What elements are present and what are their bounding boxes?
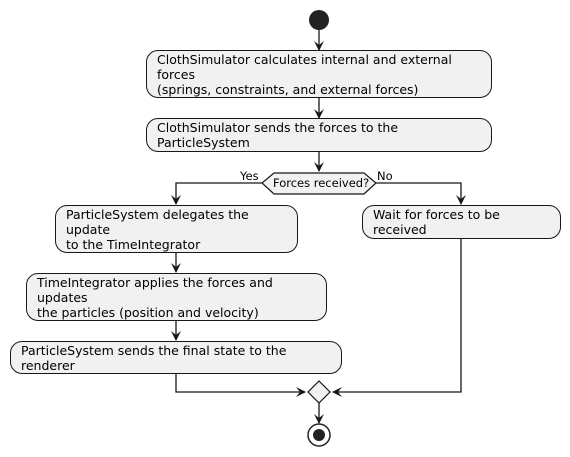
merge-diamond: [307, 380, 331, 404]
action-send-state-text: ParticleSystem sends the final state to …: [21, 342, 287, 373]
flow-send-state-to-merge: [175, 374, 306, 397]
flow-yes-branch: [171, 182, 262, 205]
flow-no-branch: [376, 182, 466, 205]
decision-condition: Forces received?: [273, 176, 370, 190]
action-send-forces-text: ClothSimulator sends the forces to the P…: [157, 120, 399, 150]
action-send-state: ParticleSystem sends the final state to …: [10, 341, 342, 374]
start-node: [309, 10, 329, 30]
action-apply-forces-text: TimeIntegrator applies the forces and up…: [37, 274, 273, 320]
no-branch-label: No: [377, 169, 393, 183]
action-calc-forces: ClothSimulator calculates internal and e…: [146, 50, 492, 98]
flow-wait-to-merge: [332, 239, 462, 397]
end-node-inner: [313, 429, 325, 441]
action-wait-forces-text: Wait for forces to be received: [373, 207, 500, 237]
action-wait-forces: Wait for forces to be received: [362, 205, 561, 239]
action-delegate-update: ParticleSystem delegates the update to t…: [55, 205, 298, 253]
yes-branch-label: Yes: [240, 169, 259, 183]
action-delegate-update-text: ParticleSystem delegates the update to t…: [66, 206, 249, 252]
action-calc-forces-text: ClothSimulator calculates internal and e…: [157, 51, 452, 97]
action-apply-forces: TimeIntegrator applies the forces and up…: [26, 273, 327, 321]
action-send-forces: ClothSimulator sends the forces to the P…: [146, 118, 492, 152]
